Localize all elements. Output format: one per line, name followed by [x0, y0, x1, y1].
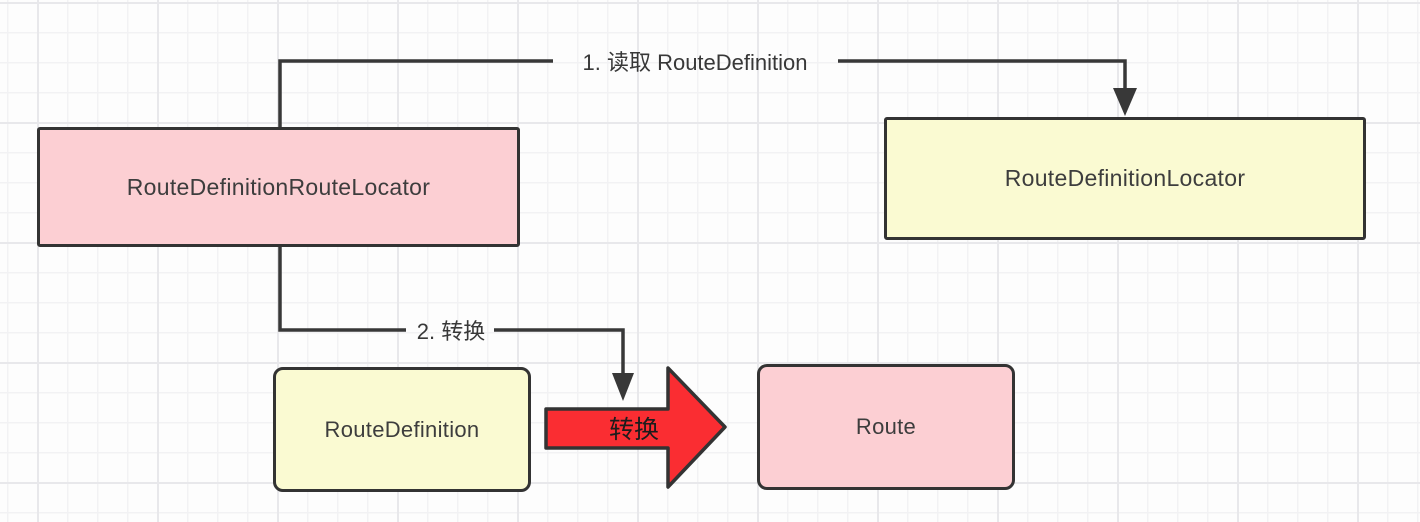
edge1-line-right — [838, 59, 1127, 90]
node-label: RouteDefinition — [324, 416, 480, 442]
transform-arrow-label: 转换 — [608, 416, 660, 444]
node-label: Route — [855, 414, 917, 439]
transform-arrow-icon — [544, 366, 727, 489]
edge2-label: 2. 转换 — [416, 319, 486, 344]
node-route: Route — [757, 364, 1015, 490]
node-route-definition-locator: RouteDefinitionLocator — [884, 117, 1366, 240]
node-label: RouteDefinitionLocator — [1004, 165, 1246, 191]
edge2-arrowhead-icon — [612, 373, 634, 401]
node-label: RouteDefinitionRouteLocator — [126, 173, 431, 200]
edge2-line-right — [494, 328, 625, 375]
node-route-definition-route-locator: RouteDefinitionRouteLocator — [37, 127, 520, 247]
edge1-line-left — [278, 59, 553, 127]
edge1-arrowhead-icon — [1113, 88, 1137, 116]
node-route-definition: RouteDefinition — [273, 367, 531, 492]
edge1-label: 1. 读取 RouteDefinition — [582, 50, 808, 75]
edge2-line-left — [278, 247, 406, 332]
